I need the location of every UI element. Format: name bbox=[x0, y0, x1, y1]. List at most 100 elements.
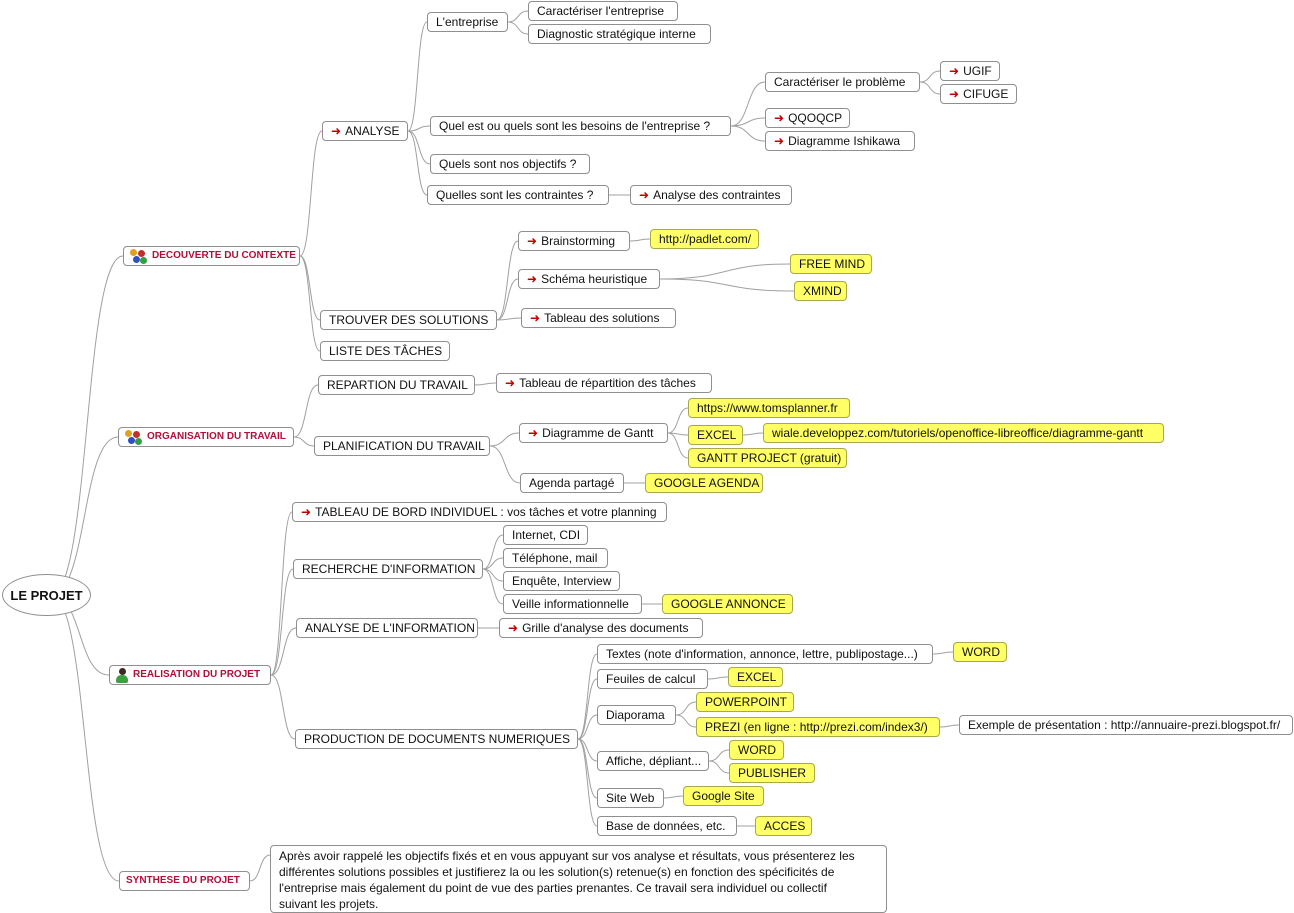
connector-line bbox=[919, 70, 941, 83]
node-ugif[interactable]: ➜UGIF bbox=[940, 61, 1000, 81]
node-site-web[interactable]: Site Web bbox=[597, 788, 664, 808]
connector-line bbox=[249, 854, 271, 882]
branch-decouverte-du-contexte[interactable]: DECOUVERTE DU CONTEXTE bbox=[123, 246, 300, 266]
node-enquete-interview[interactable]: Enquête, Interview bbox=[503, 571, 620, 591]
node-exemple-presentation[interactable]: Exemple de présentation : http://annuair… bbox=[959, 715, 1293, 735]
node-label: Téléphone, mail bbox=[512, 551, 598, 565]
node-xmind[interactable]: XMIND bbox=[794, 281, 847, 301]
connector-line bbox=[667, 432, 689, 459]
connector-line bbox=[730, 125, 766, 142]
node-label: Schéma heuristique bbox=[541, 272, 648, 286]
node-tomsplanner[interactable]: https://www.tomsplanner.fr bbox=[688, 398, 850, 418]
node-free-mind[interactable]: FREE MIND bbox=[790, 254, 872, 274]
node-cifuge[interactable]: ➜CIFUGE bbox=[940, 84, 1017, 104]
node-powerpoint[interactable]: POWERPOINT bbox=[696, 692, 794, 712]
connector-line bbox=[577, 738, 598, 827]
node-acces[interactable]: ACCES bbox=[755, 816, 812, 836]
node-label: GOOGLE ANNONCE bbox=[671, 597, 786, 611]
node-label: http://padlet.com/ bbox=[659, 232, 752, 246]
connector-line bbox=[482, 568, 504, 605]
connector-line bbox=[474, 382, 497, 386]
node-excel-calcul[interactable]: EXCEL bbox=[728, 667, 783, 687]
right-arrow-icon: ➜ bbox=[301, 505, 312, 519]
connector-line bbox=[407, 130, 431, 165]
node-tableau-solutions[interactable]: ➜Tableau des solutions bbox=[521, 308, 676, 328]
node-label: TABLEAU DE BORD INDIVIDUEL : vos tâches … bbox=[315, 505, 657, 519]
node-google-annonce[interactable]: GOOGLE ANNONCE bbox=[662, 594, 793, 614]
node-telephone-mail[interactable]: Téléphone, mail bbox=[503, 548, 608, 568]
branch-synthese-du-projet[interactable]: SYNTHESE DU PROJET bbox=[119, 871, 250, 891]
node-caracteriser-probleme[interactable]: Caractériser le problème bbox=[765, 72, 920, 92]
right-arrow-icon: ➜ bbox=[774, 134, 785, 148]
connector-line bbox=[299, 130, 323, 257]
connector-line bbox=[496, 240, 519, 321]
node-brainstorming[interactable]: ➜Brainstorming bbox=[518, 231, 630, 251]
branch-label: SYNTHESE DU PROJET bbox=[126, 875, 240, 886]
branch-label: ORGANISATION DU TRAVAIL bbox=[147, 431, 286, 442]
node-trouver-solutions[interactable]: TROUVER DES SOLUTIONS bbox=[320, 310, 497, 330]
connector-line bbox=[496, 278, 519, 321]
node-google-agenda[interactable]: GOOGLE AGENDA bbox=[645, 473, 763, 493]
node-excel-gantt[interactable]: EXCEL bbox=[688, 425, 743, 445]
node-schema-heuristique[interactable]: ➜Schéma heuristique bbox=[518, 269, 660, 289]
node-diaporama[interactable]: Diaporama bbox=[597, 705, 676, 725]
node-recherche-information[interactable]: RECHERCHE D'INFORMATION bbox=[293, 559, 483, 579]
connector-line bbox=[577, 653, 598, 740]
connector-line bbox=[708, 749, 730, 762]
connector-line bbox=[675, 701, 697, 716]
node-contraintes[interactable]: Quelles sont les contraintes ? bbox=[427, 185, 609, 205]
right-arrow-icon: ➜ bbox=[528, 426, 539, 440]
node-wiale-developpez[interactable]: wiale.developpez.com/tutoriels/openoffic… bbox=[763, 423, 1164, 443]
connector-line bbox=[270, 627, 297, 676]
node-label: EXCEL bbox=[697, 428, 737, 442]
node-diagramme-ishikawa[interactable]: ➜Diagramme Ishikawa bbox=[765, 131, 915, 151]
node-publisher[interactable]: PUBLISHER bbox=[729, 763, 815, 783]
node-objectifs[interactable]: Quels sont nos objectifs ? bbox=[430, 154, 590, 174]
node-word-textes[interactable]: WORD bbox=[953, 642, 1007, 662]
node-analyse[interactable]: ➜ANALYSE bbox=[322, 121, 408, 141]
node-label: EXCEL bbox=[737, 670, 777, 684]
node-tableau-repartition[interactable]: ➜Tableau de répartition des tâches bbox=[496, 373, 712, 393]
connector-line bbox=[407, 130, 428, 196]
node-label: Caractériser l'entreprise bbox=[537, 4, 665, 18]
node-label: Exemple de présentation : http://annuair… bbox=[968, 718, 1281, 732]
node-analyse-contraintes[interactable]: ➜Analyse des contraintes bbox=[630, 185, 792, 205]
node-diagnostic-strategique[interactable]: Diagnostic stratégique interne bbox=[528, 24, 711, 44]
node-tableau-de-bord[interactable]: ➜TABLEAU DE BORD INDIVIDUEL : vos tâches… bbox=[292, 502, 667, 522]
person-icon bbox=[116, 667, 128, 683]
node-base-donnees[interactable]: Base de données, etc. bbox=[597, 816, 737, 836]
branch-realisation-du-projet[interactable]: REALISATION DU PROJET bbox=[109, 665, 271, 685]
node-diagramme-gantt[interactable]: ➜Diagramme de Gantt bbox=[519, 423, 668, 443]
node-analyse-information[interactable]: ANALYSE DE L'INFORMATION bbox=[296, 618, 478, 638]
node-entreprise[interactable]: L'entreprise bbox=[427, 12, 508, 32]
right-arrow-icon: ➜ bbox=[639, 188, 650, 202]
node-gantt-project[interactable]: GANTT PROJECT (gratuit) bbox=[688, 448, 847, 468]
node-qqoqcp[interactable]: ➜QQOQCP bbox=[765, 108, 850, 128]
node-caracteriser-entreprise[interactable]: Caractériser l'entreprise bbox=[528, 1, 678, 21]
root-node[interactable]: LE PROJET bbox=[2, 574, 91, 616]
node-label: GOOGLE AGENDA bbox=[654, 476, 760, 490]
node-liste-taches[interactable]: LISTE DES TÂCHES bbox=[320, 341, 450, 361]
node-prezi[interactable]: PREZI (en ligne : http://prezi.com/index… bbox=[696, 717, 940, 737]
node-label: Quels sont nos objectifs ? bbox=[439, 157, 577, 171]
node-feuilles-calcul[interactable]: Feuiles de calcul bbox=[597, 669, 708, 689]
node-repartion-travail[interactable]: REPARTION DU TRAVAIL bbox=[318, 375, 475, 395]
node-planification-travail[interactable]: PLANIFICATION DU TRAVAIL bbox=[314, 436, 490, 456]
node-google-site[interactable]: Google Site bbox=[683, 786, 764, 806]
connector-line bbox=[730, 81, 766, 127]
connector-line bbox=[742, 432, 764, 436]
node-agenda-partage[interactable]: Agenda partagé bbox=[520, 473, 624, 493]
node-production-documents[interactable]: PRODUCTION DE DOCUMENTS NUMERIQUES bbox=[295, 729, 578, 749]
node-besoins-entreprise[interactable]: Quel est ou quels sont les besoins de l'… bbox=[430, 116, 731, 136]
node-textes[interactable]: Textes (note d'information, annonce, let… bbox=[597, 644, 933, 664]
node-veille-informationnelle[interactable]: Veille informationnelle bbox=[503, 594, 642, 614]
node-label: Tableau de répartition des tâches bbox=[519, 376, 696, 390]
node-padlet[interactable]: http://padlet.com/ bbox=[650, 229, 759, 249]
node-internet-cdi[interactable]: Internet, CDI bbox=[503, 525, 588, 545]
branch-organisation-du-travail[interactable]: ORGANISATION DU TRAVAIL bbox=[118, 427, 294, 447]
node-grille-analyse[interactable]: ➜Grille d'analyse des documents bbox=[499, 618, 703, 638]
node-affiche-depliant[interactable]: Affiche, dépliant... bbox=[597, 751, 709, 771]
node-word-affiche[interactable]: WORD bbox=[729, 740, 784, 760]
connector-line bbox=[293, 384, 319, 438]
node-label: https://www.tomsplanner.fr bbox=[697, 401, 838, 415]
